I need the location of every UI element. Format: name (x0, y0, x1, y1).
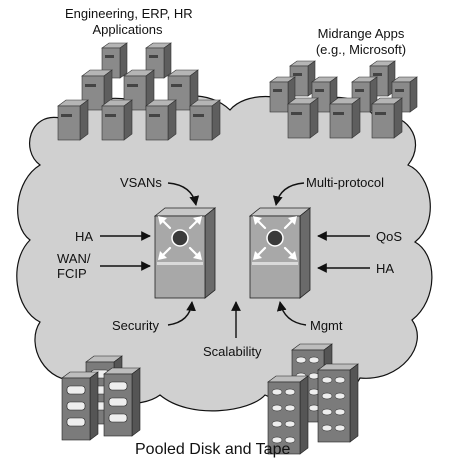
top-right-label-line1: Midrange Apps (317, 26, 405, 41)
right-switch (248, 206, 312, 300)
wan-label-line1: WAN/ (57, 251, 91, 266)
vsans-arrow (167, 182, 200, 206)
multi-protocol-arrow (272, 182, 305, 206)
scalability-label: Scalability (203, 344, 262, 359)
qos-label: QoS (376, 229, 403, 244)
vsans-label: VSANs (120, 175, 162, 190)
multi-protocol-label: Multi-protocol (306, 175, 385, 190)
top-left-label-line1: Engineering, ERP, HR (65, 6, 193, 21)
mgmt-arrow (276, 301, 307, 326)
security-label: Security (112, 318, 159, 333)
bottom-caption: Pooled Disk and Tape (135, 441, 291, 458)
ha-right-label: HA (376, 261, 395, 276)
left-switch (153, 206, 217, 300)
top-right-label-line2: (e.g., Microsoft) (315, 42, 407, 57)
wan-label-line2: FCIP (57, 266, 87, 281)
security-arrow (167, 301, 196, 326)
mgmt-label: Mgmt (310, 318, 343, 333)
right-server-cluster (269, 60, 418, 139)
ha-left-label: HA (75, 229, 94, 244)
top-left-label-line2: Applications (92, 22, 163, 37)
